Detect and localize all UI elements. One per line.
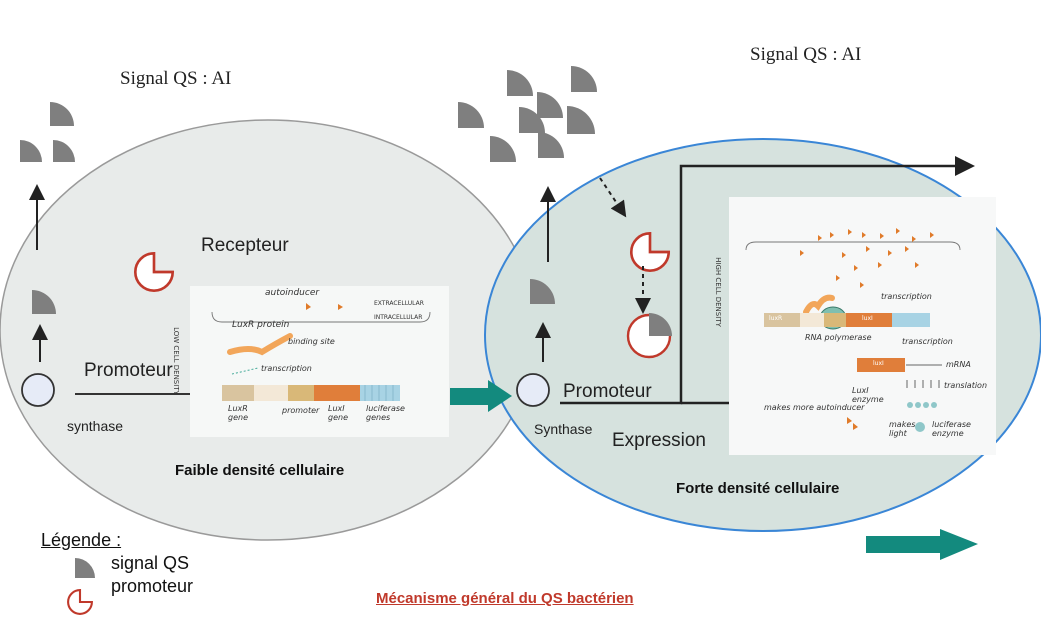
right-density-label: Forte densité cellulaire <box>676 480 840 497</box>
inset-luxr-box: luxR <box>769 315 783 322</box>
low-density-inset <box>190 286 449 437</box>
inset-promoter: promoter <box>282 406 320 415</box>
inset-luxi-gene: LuxI gene <box>328 404 348 422</box>
right-receptor-bound <box>626 313 672 359</box>
left-synthase-circle <box>21 373 55 407</box>
high-density-inset <box>729 197 996 455</box>
right-signal-cluster <box>458 66 597 162</box>
inset-transcription-top: transcription <box>881 292 932 301</box>
inset-mrna: mRNA <box>946 360 971 369</box>
legend-title: Légende : <box>41 530 122 550</box>
legend-promoter-icon <box>67 589 93 615</box>
left-signal-title: Signal QS : AI <box>120 68 232 89</box>
inset-transcription-mid: transcription <box>902 337 953 346</box>
inset-luciferase-genes: luciferase genes <box>366 404 405 422</box>
right-synthase-label: Synthase <box>534 421 593 437</box>
right-promoter-label: Promoteur <box>563 381 652 402</box>
expression-path <box>560 156 975 405</box>
left-synthase-label: synthase <box>67 418 124 434</box>
left-density-label: Faible densité cellulaire <box>175 462 345 479</box>
expression-label: Expression <box>612 430 706 451</box>
left-promoter-label: Promoteur <box>84 360 173 381</box>
inset-makes-light: makes light <box>889 420 916 438</box>
right-synthase-circle <box>516 373 550 407</box>
inset-luxr-gene: LuxR gene <box>228 404 248 422</box>
inset-binding-site: binding site <box>288 337 335 346</box>
inset-luxr-protein: LuxR protein <box>232 320 290 330</box>
inset-high-density-side: HIGH CELL DENSITY <box>713 257 722 327</box>
receptor-label: Recepteur <box>201 235 289 256</box>
inset-low-density-side: LOW CELL DENSITY <box>171 327 180 395</box>
inset-extracellular: EXTRACELLULAR <box>374 300 424 307</box>
inset-transcription: transcription <box>261 364 312 373</box>
legend-signal-icon <box>75 558 95 578</box>
inset-intracellular: INTRACELLULAR <box>374 314 423 321</box>
right-signal-title: Signal QS : AI <box>750 44 862 65</box>
inset-luxi-mrna-box: luxI <box>873 360 884 367</box>
inset-luxi-box: luxI <box>862 315 873 322</box>
inset-luciferase-enzyme: luciferase enzyme <box>932 420 971 438</box>
figure-caption: Mécanisme général du QS bactérien <box>376 590 634 607</box>
left-signal-molecules <box>20 102 75 162</box>
legend-item-signal: signal QS <box>111 553 190 573</box>
legend-item-promoter: promoteur <box>111 576 194 596</box>
inset-luxi-enzyme: LuxI enzyme <box>852 386 884 404</box>
inset-autoinducer: autoinducer <box>265 288 320 298</box>
inset-translation: translation <box>944 381 988 390</box>
inset-makes-more: makes more autoinducer <box>764 403 865 412</box>
teal-arrow-middle <box>450 380 512 412</box>
teal-arrow-bottom <box>866 529 978 560</box>
inset-rna-polymerase: RNA polymerase <box>805 333 872 342</box>
